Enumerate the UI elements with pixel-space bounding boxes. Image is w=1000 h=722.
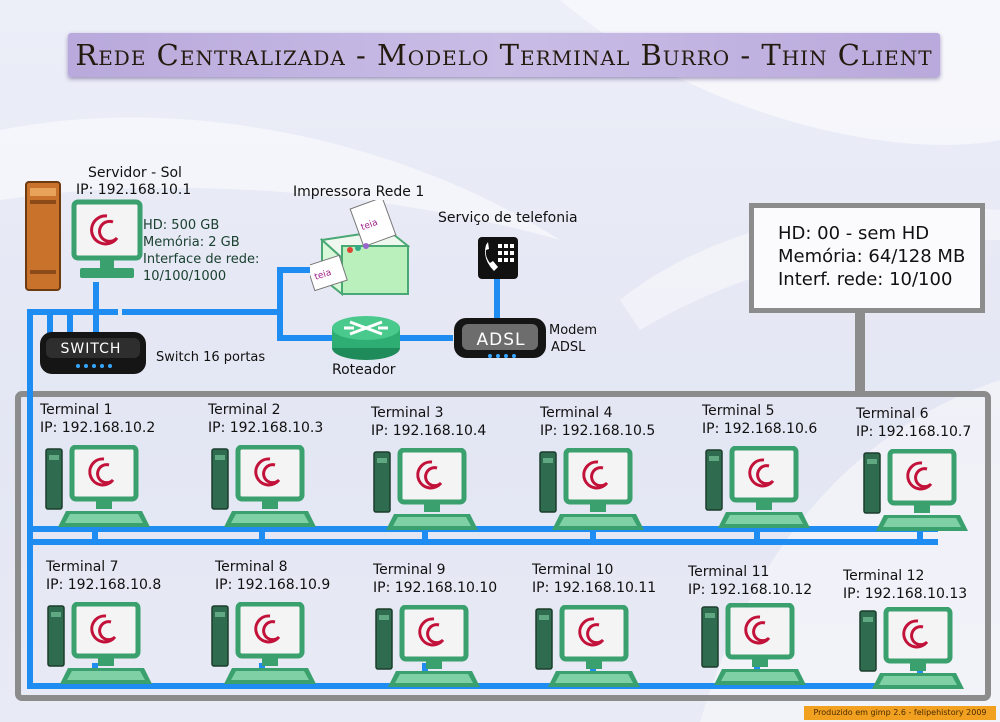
terminal-name: Terminal 2 [208, 402, 281, 418]
server-spec-nic-speed: 10/100/1000 [143, 269, 227, 284]
terminal-ip: IP: 192.168.10.5 [540, 423, 656, 439]
printer-label: Impressora Rede 1 [293, 184, 425, 200]
server-computer-icon [25, 181, 143, 291]
terminal-computer-icon [862, 448, 972, 541]
terminal-ip: IP: 192.168.10.3 [208, 420, 324, 436]
diagram-title: Rede Centralizada - Modelo Terminal Burr… [75, 38, 933, 72]
terminal-computer-icon [44, 444, 154, 537]
terminal-ip: IP: 192.168.10.10 [373, 580, 498, 596]
network-printer-icon: teia teia [310, 200, 411, 297]
server-spec-nic: Interface de rede: [143, 252, 260, 267]
terminal-name: Terminal 12 [843, 568, 925, 584]
telephone-icon [478, 237, 518, 279]
server-ip: IP: 192.168.10.1 [76, 182, 192, 198]
title-banner: Rede Centralizada - Modelo Terminal Burr… [68, 33, 940, 77]
server-name: Servidor - Sol [88, 165, 182, 181]
server-specs: HD: 500 GB Memória: 2 GB Interface de re… [143, 217, 259, 285]
terminal-name: Terminal 5 [702, 403, 775, 419]
terminals-frame [15, 391, 991, 701]
modem-text: ADSL [476, 330, 526, 350]
modem-label-line2: ADSL [551, 340, 586, 355]
terminal-ip: IP: 192.168.10.6 [702, 421, 818, 437]
thin-client-spec-memory: Memória: 64/128 MB [778, 246, 966, 267]
terminal-computer-icon [538, 447, 648, 540]
terminal-ip: IP: 192.168.10.9 [215, 577, 331, 593]
thin-client-spec-nic: Interf. rede: 10/100 [778, 269, 953, 290]
terminal-name: Terminal 11 [688, 564, 770, 580]
telephony-label: Serviço de telefonia [438, 210, 578, 226]
terminal-ip: IP: 192.168.10.4 [371, 423, 487, 439]
footer-credit: Produzido em gimp 2.6 - felipehistory 20… [804, 706, 996, 720]
terminal-name: Terminal 8 [215, 559, 288, 575]
terminal-name: Terminal 6 [856, 406, 929, 422]
terminal-ip: IP: 192.168.10.12 [688, 582, 813, 598]
modem-label-line1: Modem [549, 323, 598, 338]
terminal-ip: IP: 192.168.10.8 [46, 577, 162, 593]
terminal-computer-icon [46, 601, 156, 694]
terminal-computer-icon [374, 604, 484, 697]
terminal-name: Terminal 1 [40, 402, 113, 418]
terminal-computer-icon [700, 602, 810, 695]
terminal-name: Terminal 9 [373, 562, 446, 578]
terminal-computer-icon [372, 447, 482, 540]
terminal-computer-icon [210, 601, 320, 694]
router-label: Roteador [332, 362, 396, 378]
terminal-name: Terminal 10 [532, 562, 614, 578]
server-spec-hd: HD: 500 GB [143, 218, 220, 233]
terminal-name: Terminal 4 [540, 405, 613, 421]
terminal-ip: IP: 192.168.10.11 [532, 580, 657, 596]
terminal-name: Terminal 7 [46, 559, 119, 575]
terminal-ip: IP: 192.168.10.2 [40, 420, 156, 436]
terminal-computer-icon [534, 604, 644, 697]
switch-icon [40, 332, 146, 374]
terminal-ip: IP: 192.168.10.13 [843, 586, 968, 602]
terminal-computer-icon [210, 444, 320, 537]
thin-client-spec-hd: HD: 00 - sem HD [778, 223, 930, 244]
switch-text: SWITCH [60, 341, 122, 357]
thin-client-specs-box: HD: 00 - sem HD Memória: 64/128 MB Inter… [749, 203, 985, 313]
router-icon [332, 316, 400, 360]
terminal-computer-icon [858, 606, 968, 699]
server-spec-memory: Memória: 2 GB [143, 235, 240, 250]
adsl-modem-icon [454, 318, 546, 358]
terminal-computer-icon [704, 445, 814, 538]
terminal-ip: IP: 192.168.10.7 [856, 424, 972, 440]
terminal-name: Terminal 3 [371, 405, 444, 421]
switch-label: Switch 16 portas [156, 350, 266, 365]
